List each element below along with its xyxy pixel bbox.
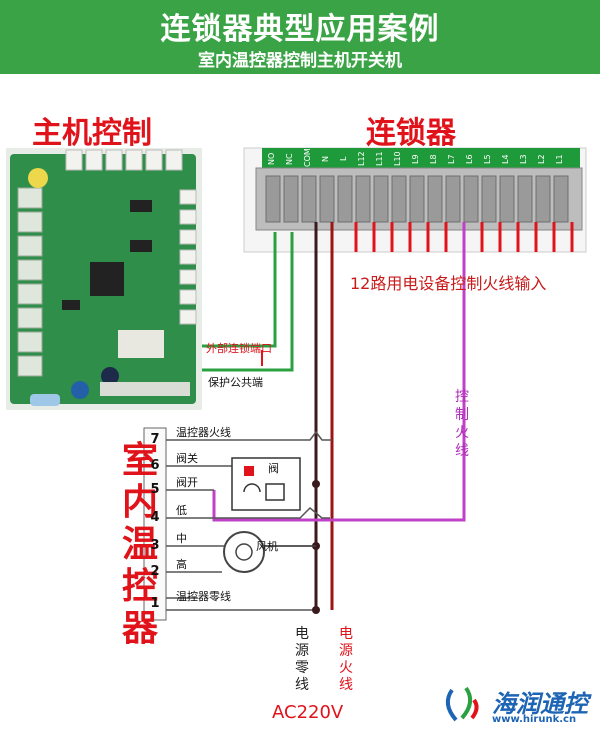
- terminal-slot: [517, 175, 533, 223]
- terminal-slot: [337, 175, 353, 223]
- terminal-label: L2: [537, 154, 546, 164]
- fan-label: 风机: [256, 539, 278, 553]
- terminal-label: L8: [429, 154, 438, 164]
- terminal-slot: [391, 175, 407, 223]
- terminal-number: 3: [150, 538, 160, 553]
- brand-url: www.hirunk.cn: [492, 714, 577, 725]
- terminal-label: NC: [285, 153, 294, 165]
- protect-common-label: 保护公共端: [208, 376, 263, 389]
- page-subtitle: 室内温控器控制主机开关机: [198, 51, 402, 71]
- terminal-label: N: [321, 156, 330, 162]
- terminal-label: L7: [447, 154, 456, 164]
- valve-icon: [231, 457, 301, 511]
- terminal-label: L6: [465, 154, 474, 164]
- terminal-label: L1: [555, 154, 564, 164]
- terminal-slot: [373, 175, 389, 223]
- terminal-slot: [481, 175, 497, 223]
- terminal-label: NO: [267, 152, 276, 166]
- interlock-terminal-block: [243, 147, 587, 253]
- terminal-number: 2: [150, 564, 160, 579]
- terminal-label: L5: [483, 154, 492, 164]
- terminal-slot: [553, 175, 569, 223]
- fan-icon: [223, 531, 316, 573]
- control-live-wire: [212, 222, 466, 522]
- thermostat-title: 室内 温控 器: [121, 440, 158, 649]
- terminal-label: L11: [375, 151, 384, 167]
- terminal-row-label: 温控器零线: [176, 590, 231, 603]
- terminal-slot: [427, 175, 443, 223]
- terminal-number: 6: [150, 458, 160, 473]
- terminal-row-label: 温控器火线: [176, 426, 231, 439]
- terminal-slot: [499, 175, 515, 223]
- terminal-number: 7: [150, 432, 160, 447]
- terminal-slot: [445, 175, 461, 223]
- terminal-slot: [319, 175, 335, 223]
- main-control-board: [6, 148, 202, 410]
- thermostat-terminal-strip: [143, 427, 167, 621]
- external-interlock-wires: [202, 232, 294, 372]
- terminal-number: 4: [150, 510, 160, 525]
- neutral-label: 电源 零线: [295, 626, 309, 693]
- ac-voltage-label: AC220V: [272, 702, 344, 723]
- terminal-slot: [283, 175, 299, 223]
- brand-logo-icon: [445, 686, 479, 722]
- terminal-slot: [463, 175, 479, 223]
- control-live-label: 控制 火线: [455, 389, 469, 459]
- interlock-label: 连锁器: [366, 116, 456, 151]
- terminal-label: L3: [519, 154, 528, 164]
- terminal-row-label: 中: [176, 532, 187, 545]
- terminal-number: 5: [150, 482, 160, 497]
- external-port-label: 外部连锁端口: [206, 342, 272, 355]
- terminal-label: L9: [411, 154, 420, 164]
- terminal-number: 1: [150, 596, 160, 611]
- valve-label: 阀: [268, 461, 279, 475]
- terminal-row-label: 高: [176, 558, 187, 571]
- terminal-slot: [265, 175, 281, 223]
- brand-name: 海润通控: [492, 690, 588, 718]
- page-title: 连锁器典型应用案例: [160, 12, 440, 47]
- terminal-slot: [355, 175, 371, 223]
- terminal-row-label: 阀开: [176, 476, 198, 489]
- terminal-label: L10: [393, 151, 402, 167]
- terminal-slot: [301, 175, 317, 223]
- terminal-slot: [409, 175, 425, 223]
- terminal-label: L12: [357, 151, 366, 167]
- live-label: 电源 火线: [339, 626, 353, 693]
- header-banner: 连锁器典型应用案例 室内温控器控制主机开关机: [0, 0, 600, 74]
- terminal-label: COM: [303, 148, 312, 167]
- terminal-slot: [535, 175, 551, 223]
- host-control-label: 主机控制: [32, 116, 152, 151]
- terminal-label: L4: [501, 154, 510, 164]
- input-12-label: 12路用电设备控制火线输入: [350, 274, 547, 293]
- input-wires: [354, 222, 574, 252]
- terminal-row-label: 低: [176, 504, 187, 517]
- terminal-label: L: [339, 156, 348, 162]
- terminal-row-label: 阀关: [176, 452, 198, 465]
